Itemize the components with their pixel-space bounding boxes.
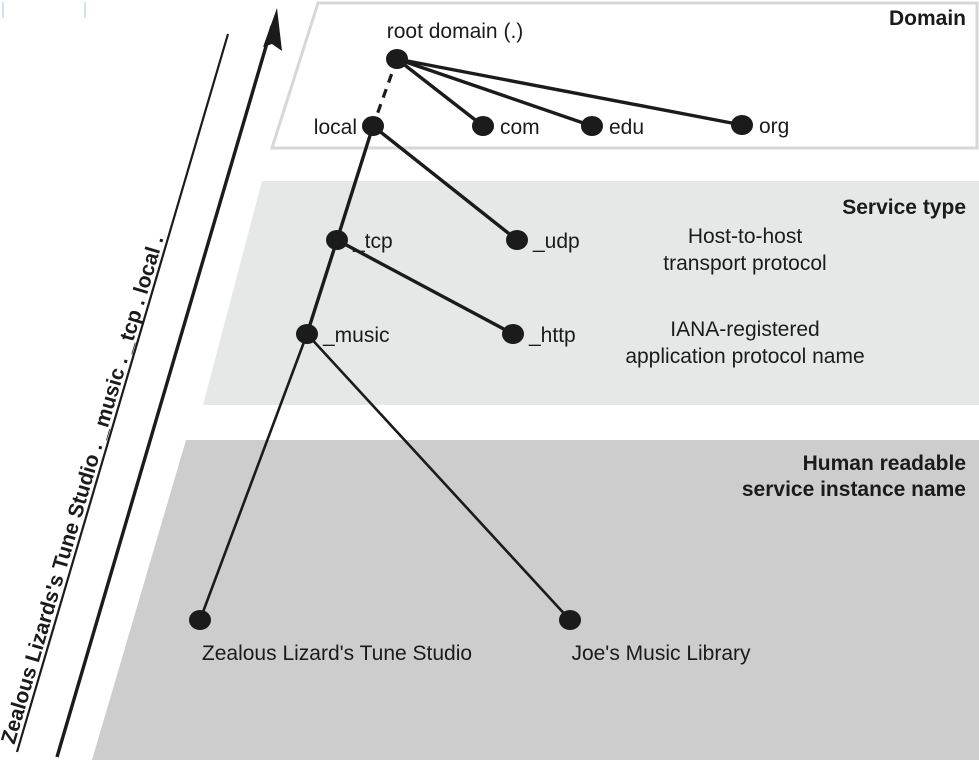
axis-baseline-rule <box>15 33 230 753</box>
node-edu[interactable] <box>581 116 603 136</box>
node-joes-music[interactable] <box>559 610 581 630</box>
desc-transport-line2: transport protocol <box>663 252 826 275</box>
node-zealous-lizard[interactable] <box>189 610 211 630</box>
desc-application-line2: application protocol name <box>625 345 864 368</box>
band-title-human-readable-line2: service instance name <box>742 478 966 501</box>
node-org[interactable] <box>731 115 753 135</box>
node-label-udp: _udp <box>532 230 580 253</box>
node-label-root: root domain (.) <box>387 20 524 43</box>
node-local[interactable] <box>362 116 384 136</box>
edge-music-joes <box>305 332 572 622</box>
band-human-readable <box>92 440 979 760</box>
band-title-domain: Domain <box>889 7 966 30</box>
node-udp[interactable] <box>506 230 528 250</box>
edge-local-udp <box>371 124 519 242</box>
edge-root-local <box>371 58 399 127</box>
band-domain <box>269 1 979 150</box>
edge-tcp-music <box>305 238 339 336</box>
node-label-zealous-lizard: Zealous Lizard's Tune Studio <box>202 642 472 665</box>
axis-arrow-shaft <box>55 25 274 758</box>
edge-root-edu <box>395 57 594 128</box>
node-label-local: local <box>314 116 357 139</box>
node-label-tcp: _tcp <box>352 230 393 253</box>
edge-tcp-http <box>335 238 515 336</box>
axis-arrow-head <box>263 8 282 51</box>
band-title-human-readable-line1: Human readable <box>803 452 966 475</box>
desc-transport-line1: Host-to-host <box>688 225 803 248</box>
edge-music-zealous <box>198 332 309 622</box>
node-tcp[interactable] <box>326 230 348 250</box>
node-music[interactable] <box>296 324 318 344</box>
node-root[interactable] <box>386 49 408 69</box>
node-label-com: com <box>500 116 540 139</box>
node-label-org: org <box>759 115 789 138</box>
node-label-joes-music: Joe's Music Library <box>571 642 751 665</box>
node-http[interactable] <box>502 324 524 344</box>
edge-local-tcp <box>335 124 375 242</box>
edge-root-org <box>395 57 744 127</box>
node-label-http: _http <box>528 324 576 347</box>
node-label-music: _music <box>322 324 390 347</box>
node-com[interactable] <box>472 116 494 136</box>
node-label-edu: edu <box>609 116 644 139</box>
band-title-service-type: Service type <box>842 196 966 219</box>
desc-application-line1: IANA-registered <box>670 318 819 341</box>
band-service-type <box>203 181 979 405</box>
edge-root-com <box>395 57 485 128</box>
